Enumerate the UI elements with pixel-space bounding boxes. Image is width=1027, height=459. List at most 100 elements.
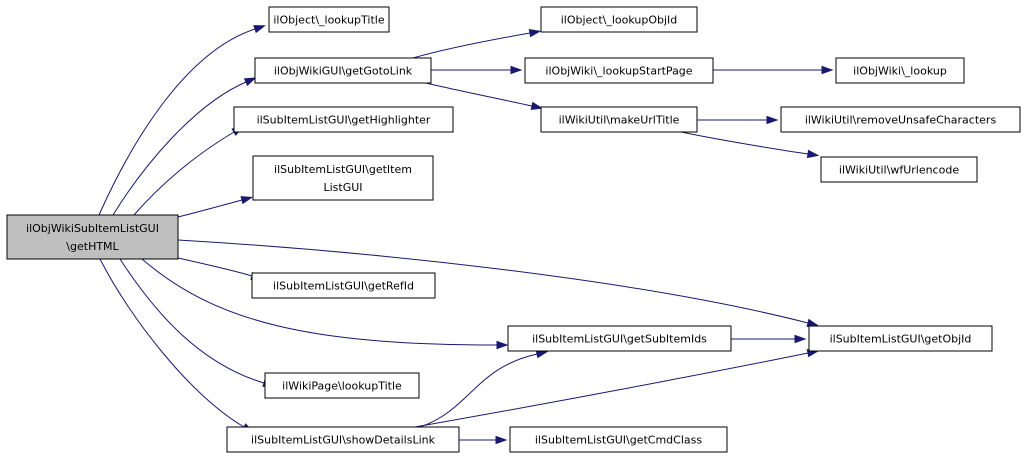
nodes-layer: ilObjWikiSubItemListGUI \getHTML ilObject\… xyxy=(6,6,1021,453)
node-label: ilObjWikiSubItemListGUI xyxy=(26,222,159,235)
node-label: ilSubItemListGUI\getObjId xyxy=(830,333,972,346)
node-label: ilObject\_lookupTitle xyxy=(273,14,384,27)
node-box xyxy=(835,57,965,84)
edge-line xyxy=(412,32,531,59)
node-getCmdClass[interactable]: ilSubItemListGUI\getCmdClass xyxy=(509,426,728,453)
node-box xyxy=(233,106,454,133)
arrowhead xyxy=(806,149,820,159)
node-makeUrlTitle[interactable]: ilWikiUtil\makeUrlTitle xyxy=(540,106,698,133)
edge-root-to-getHighlighter xyxy=(133,126,244,216)
edge-getSubItemIds-to-getObjId xyxy=(731,334,807,344)
node-showDetailsLink[interactable]: ilSubItemListGUI\showDetailsLink xyxy=(226,426,460,453)
node-label: ilWikiPage\lookupTitle xyxy=(282,380,402,393)
node-box xyxy=(6,214,179,260)
node-label: ilObjWiki\_lookupStartPage xyxy=(545,65,692,78)
node-label: ilWikiUtil\wfUrlencode xyxy=(839,164,959,177)
node-box xyxy=(264,372,420,399)
node-label: ilSubItemListGUI\getHighlighter xyxy=(257,114,431,127)
edge-line xyxy=(119,258,265,384)
node-box xyxy=(252,155,434,201)
edge-root-to-getGotoLink xyxy=(112,77,257,216)
node-wfUrlencode[interactable]: ilWikiUtil\wfUrlencode xyxy=(820,156,978,183)
node-getHighlighter[interactable]: ilSubItemListGUI\getHighlighter xyxy=(233,106,454,133)
edge-line xyxy=(177,199,243,218)
edge-root-to-getRefId xyxy=(177,257,264,280)
edge-line xyxy=(141,258,498,346)
arrowhead xyxy=(806,318,820,327)
arrowhead xyxy=(766,115,779,125)
arrowhead xyxy=(821,65,834,75)
node-label: ilSubItemListGUI\getRefId xyxy=(273,280,414,293)
node-box xyxy=(268,6,390,33)
node-label: \getHTML xyxy=(66,240,119,253)
arrowhead xyxy=(243,77,257,87)
node-box xyxy=(780,106,1021,133)
edge-line xyxy=(177,257,253,277)
edge-line xyxy=(177,239,809,324)
node-lookup[interactable]: ilObjWiki\_lookup xyxy=(835,57,965,84)
arrowhead xyxy=(240,196,254,205)
edge-makeUrlTitle-to-removeUnsafe xyxy=(697,115,779,125)
node-label: ListGUI xyxy=(323,181,362,194)
node-label: ilSubItemListGUI\showDetailsLink xyxy=(251,434,436,447)
node-label: ilSubItemListGUI\getCmdClass xyxy=(535,434,702,447)
node-label: ilWikiUtil\makeUrlTitle xyxy=(559,114,680,127)
node-box xyxy=(254,57,432,84)
node-box xyxy=(226,426,460,453)
edge-showDetailsLink-to-getCmdClass xyxy=(459,435,508,445)
edge-root-to-getItemListGUI xyxy=(177,196,254,218)
arrowhead xyxy=(495,435,508,445)
node-removeUnsafe[interactable]: ilWikiUtil\removeUnsafeCharacters xyxy=(780,106,1021,133)
arrowhead xyxy=(496,340,509,350)
node-box xyxy=(509,426,728,453)
node-getSubItemIds[interactable]: ilSubItemListGUI\getSubItemIds xyxy=(507,325,732,352)
node-box xyxy=(540,6,698,33)
edge-line xyxy=(98,28,256,216)
node-label: ilSubItemListGUI\getSubItemIds xyxy=(532,333,707,346)
edge-root-to-pageLookupTitle xyxy=(119,258,276,387)
edge-root-to-getSubItemIds xyxy=(141,258,509,350)
edge-root-to-lookupTitle xyxy=(98,25,266,216)
edge-getGotoLink-to-lookupStartPage xyxy=(431,65,523,75)
arrowhead xyxy=(253,25,266,34)
edge-getGotoLink-to-makeUrlTitle xyxy=(425,82,544,110)
node-label: ilWikiUtil\removeUnsafeCharacters xyxy=(805,114,997,127)
edge-line xyxy=(425,82,533,107)
arrowhead xyxy=(794,334,807,344)
node-label: ilObjWikiGUI\getGotoLink xyxy=(274,65,413,78)
node-root[interactable]: ilObjWikiSubItemListGUI \getHTML xyxy=(6,214,179,260)
node-box xyxy=(524,57,714,84)
node-lookupStartPage[interactable]: ilObjWiki\_lookupStartPage xyxy=(524,57,714,84)
node-box xyxy=(808,325,993,352)
node-label: ilSubItemListGUI\getItem xyxy=(274,163,412,176)
node-box xyxy=(540,106,698,133)
edges-layer xyxy=(98,25,834,445)
edge-line xyxy=(133,131,235,216)
edge-getGotoLink-to-lookupObjId xyxy=(412,28,542,59)
node-box xyxy=(507,325,732,352)
edge-showDetailsLink-to-getSubItemIds xyxy=(419,350,549,428)
edge-root-to-getObjId xyxy=(177,239,820,327)
node-box xyxy=(820,156,978,183)
node-pageLookupTitle[interactable]: ilWikiPage\lookupTitle xyxy=(264,372,420,399)
node-box xyxy=(251,272,436,299)
node-getRefId[interactable]: ilSubItemListGUI\getRefId xyxy=(251,272,436,299)
arrowhead xyxy=(528,28,542,38)
node-getObjId[interactable]: ilSubItemListGUI\getObjId xyxy=(808,325,993,352)
node-getGotoLink[interactable]: ilObjWikiGUI\getGotoLink xyxy=(254,57,432,84)
node-label: ilObjWiki\_lookup xyxy=(853,65,947,78)
edge-line xyxy=(414,352,809,428)
arrowhead xyxy=(510,65,523,75)
node-lookupTitle[interactable]: ilObject\_lookupTitle xyxy=(268,6,390,33)
arrowhead xyxy=(535,350,549,359)
edge-makeUrlTitle-to-wfUrlencode xyxy=(680,131,820,159)
edge-line xyxy=(419,353,538,428)
arrowhead xyxy=(530,101,544,110)
edge-line xyxy=(680,131,809,155)
edge-line xyxy=(99,258,245,428)
edge-lookupStartPage-to-lookup xyxy=(713,65,834,75)
node-lookupObjId[interactable]: ilObject\_lookupObjId xyxy=(540,6,698,33)
node-label: ilObject\_lookupObjId xyxy=(561,14,678,27)
